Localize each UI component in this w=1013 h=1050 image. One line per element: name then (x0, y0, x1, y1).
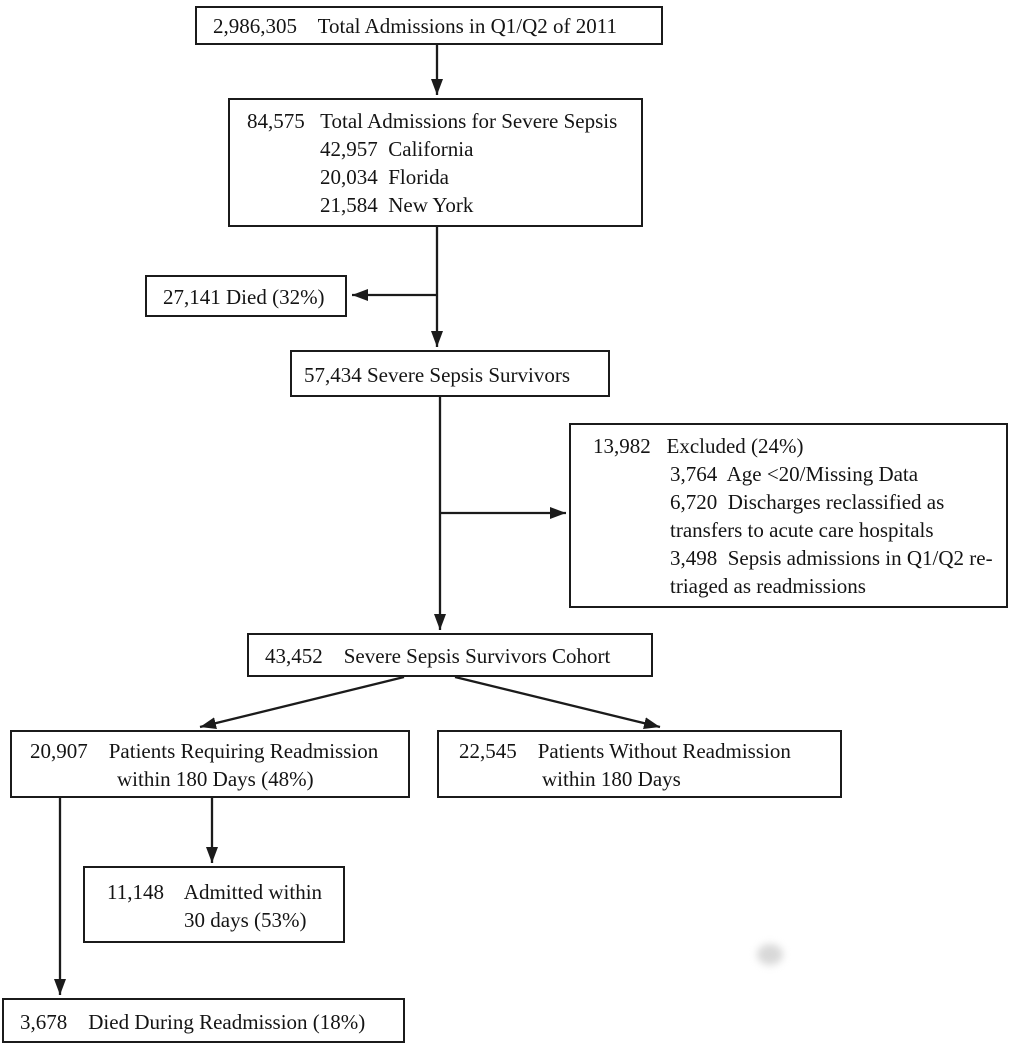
flow-box-line: 57,434 Severe Sepsis Survivors (304, 363, 570, 387)
flow-box-line: triaged as readmissions (670, 574, 866, 598)
flow-box-line: 6,720 Discharges reclassified as (670, 490, 945, 514)
flow-box-line: 30 days (53%) (184, 908, 307, 932)
flow-box-survivors-cohort: 43,452 Severe Sepsis Survivors Cohort (247, 633, 653, 677)
flow-box-line: 84,575 Total Admissions for Severe Sepsi… (247, 109, 618, 133)
flow-box-line: 21,584 New York (320, 193, 474, 217)
flow-box-admitted-within-30-days: 11,148 Admitted within 30 days (53%) (83, 866, 345, 943)
flow-box-line: 22,545 Patients Without Readmission (459, 739, 791, 763)
flow-arrow-cohort-to-readmission (199, 675, 405, 730)
flow-box-severe-sepsis-survivors: 57,434 Severe Sepsis Survivors (290, 350, 610, 397)
flow-box-line: 11,148 Admitted within (107, 880, 323, 904)
flow-box-line: 42,957 California (320, 137, 474, 161)
flow-box-line: 43,452 Severe Sepsis Survivors Cohort (265, 644, 611, 668)
flow-box-total-admissions-2011: 2,986,305 Total Admissions in Q1/Q2 of 2… (195, 6, 663, 45)
flow-box-line: 3,764 Age <20/Missing Data (670, 462, 919, 486)
flow-box-line: 2,986,305 Total Admissions in Q1/Q2 of 2… (213, 14, 617, 38)
flow-box-died-during-readmission: 3,678 Died During Readmission (18%) (2, 998, 405, 1043)
flow-box-line: 20,034 Florida (320, 165, 449, 189)
flow-box-line: within 180 Days (48%) (117, 767, 314, 791)
flow-box-no-readmission-within-180-days: 22,545 Patients Without Readmission withi… (437, 730, 842, 798)
flow-box-severe-sepsis-admissions: 84,575 Total Admissions for Severe Sepsi… (228, 98, 643, 227)
flow-box-line: within 180 Days (542, 767, 681, 791)
flow-box-line: 13,982 Excluded (24%) (593, 434, 804, 458)
flow-box-line: 27,141 Died (32%) (163, 285, 325, 309)
flow-box-line: 20,907 Patients Requiring Readmission (30, 739, 379, 763)
flow-box-died-initial: 27,141 Died (32%) (145, 275, 347, 317)
flow-box-line: 3,498 Sepsis admissions in Q1/Q2 re- (670, 546, 993, 570)
flow-box-line: transfers to acute care hospitals (670, 518, 934, 542)
flow-box-readmission-within-180-days: 20,907 Patients Requiring Readmission wit… (10, 730, 410, 798)
flow-arrow-cohort-to-no-readmission (454, 675, 661, 730)
flow-box-excluded: 13,982 Excluded (24%) 3,764 Age <20/Missi… (569, 423, 1008, 608)
flow-box-line: 3,678 Died During Readmission (18%) (20, 1010, 366, 1034)
